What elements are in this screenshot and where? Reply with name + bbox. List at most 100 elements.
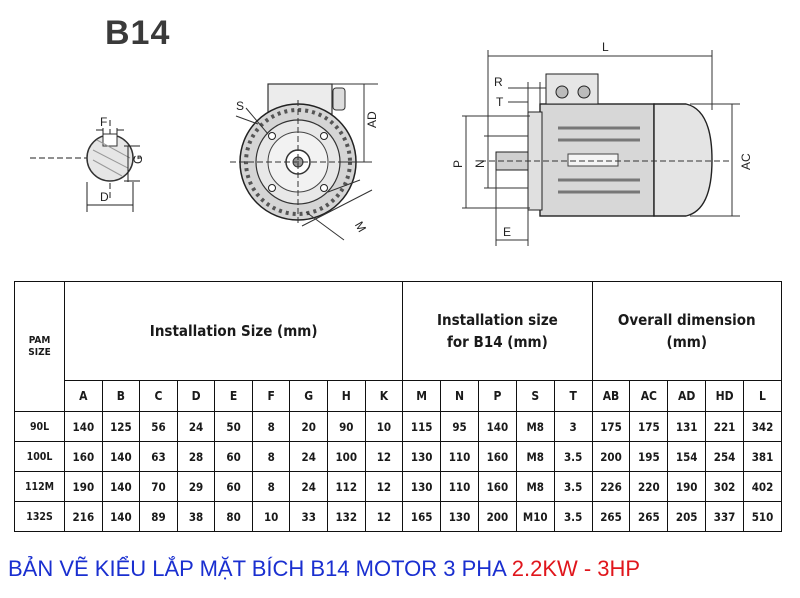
table-cell: 63 bbox=[139, 441, 178, 472]
table-cell: 12 bbox=[364, 501, 404, 532]
table-cell: 154 bbox=[667, 441, 707, 472]
column-header-hd: HD bbox=[705, 380, 744, 412]
table-cell: 140 bbox=[477, 411, 517, 442]
table-cell: 3.5 bbox=[553, 441, 593, 472]
pam-size-line1: PAM bbox=[28, 334, 51, 346]
table-cell: M8 bbox=[515, 441, 555, 472]
column-header-g: G bbox=[289, 380, 329, 412]
table-cell: 175 bbox=[629, 411, 669, 442]
table-cell: 131 bbox=[667, 411, 707, 442]
motor-front-view bbox=[230, 83, 378, 241]
table-cell: 29 bbox=[176, 471, 216, 502]
shaft-label-d: D bbox=[100, 190, 109, 204]
table-cell: 60 bbox=[214, 441, 253, 472]
table-cell: 254 bbox=[705, 441, 744, 472]
caption-power-text: 2.2KW - 3HP bbox=[511, 556, 641, 581]
table-cell: 110 bbox=[440, 471, 479, 502]
table-cell: 24 bbox=[289, 471, 329, 502]
installation-size-label: Installation Size (mm) bbox=[149, 322, 318, 340]
shaft-section-view bbox=[30, 120, 142, 212]
side-label-l: L bbox=[602, 40, 609, 54]
column-header-h: H bbox=[327, 380, 366, 412]
table-cell: 160 bbox=[477, 441, 517, 472]
table-cell: 56 bbox=[139, 411, 178, 442]
table-cell: 50 bbox=[214, 411, 253, 442]
table-cell: 80 bbox=[214, 501, 253, 532]
table-cell: 3.5 bbox=[553, 501, 593, 532]
shaft-label-g: G bbox=[131, 155, 145, 164]
front-label-ad: AD bbox=[365, 111, 379, 128]
side-label-n: N bbox=[473, 159, 487, 168]
table-cell: 140 bbox=[64, 411, 103, 442]
side-label-e: E bbox=[503, 225, 511, 239]
table-cell: 302 bbox=[705, 471, 744, 502]
table-cell: 10 bbox=[364, 411, 404, 442]
diagram-title: B14 bbox=[105, 14, 171, 52]
motor-drawing: F G D S AD M bbox=[30, 40, 753, 246]
table-cell: 20 bbox=[289, 411, 329, 442]
table-cell: 200 bbox=[477, 501, 517, 532]
side-label-r: R bbox=[494, 75, 503, 89]
table-cell: 132 bbox=[327, 501, 366, 532]
table-cell: 190 bbox=[64, 471, 103, 502]
caption-main-text: BẢN VẼ KIỂU LẮP MẶT BÍCH B14 MOTOR 3 PHA bbox=[8, 556, 512, 581]
column-header-a: A bbox=[64, 380, 103, 412]
b14-installation-line1: Installation size bbox=[436, 311, 558, 329]
table-cell: 89 bbox=[139, 501, 178, 532]
frame-size-cell: 112M bbox=[13, 471, 66, 502]
table-cell: 221 bbox=[705, 411, 744, 442]
table-cell: 130 bbox=[402, 441, 442, 472]
column-header-m: M bbox=[402, 380, 442, 412]
pam-size-header: PAM SIZE bbox=[13, 281, 66, 412]
column-header-ab: AB bbox=[591, 380, 631, 412]
table-cell: 381 bbox=[743, 441, 782, 472]
column-header-s: S bbox=[515, 380, 555, 412]
table-cell: 115 bbox=[402, 411, 442, 442]
pam-size-line2: SIZE bbox=[28, 346, 51, 358]
column-header-c: C bbox=[139, 380, 178, 412]
table-cell: 216 bbox=[64, 501, 103, 532]
table-cell: 165 bbox=[402, 501, 442, 532]
motor-side-view bbox=[462, 50, 740, 246]
table-cell: 195 bbox=[629, 441, 669, 472]
table-cell: 402 bbox=[743, 471, 782, 502]
table-cell: 33 bbox=[289, 501, 329, 532]
table-cell: M8 bbox=[515, 471, 555, 502]
table-cell: 175 bbox=[591, 411, 631, 442]
table-cell: 3 bbox=[553, 411, 593, 442]
column-header-ad: AD bbox=[667, 380, 707, 412]
column-header-l: L bbox=[743, 380, 782, 412]
table-cell: 8 bbox=[251, 441, 291, 472]
table-cell: 95 bbox=[440, 411, 479, 442]
shaft-label-f: F bbox=[100, 115, 107, 129]
column-header-b: B bbox=[101, 380, 141, 412]
table-cell: 160 bbox=[64, 441, 103, 472]
table-cell: 205 bbox=[667, 501, 707, 532]
table-cell: 226 bbox=[591, 471, 631, 502]
column-header-ac: AC bbox=[629, 380, 669, 412]
side-label-ac: AC bbox=[739, 153, 753, 170]
b14-installation-header: Installation size for B14 (mm) bbox=[402, 281, 593, 381]
column-header-d: D bbox=[176, 380, 216, 412]
table-cell: 12 bbox=[364, 441, 404, 472]
table-cell: M10 bbox=[515, 501, 555, 532]
table-cell: 220 bbox=[629, 471, 669, 502]
frame-size-cell: 90L bbox=[13, 411, 66, 442]
table-cell: 90 bbox=[327, 411, 366, 442]
column-header-e: E bbox=[214, 380, 253, 412]
table-cell: 160 bbox=[477, 471, 517, 502]
overall-dimension-header: Overall dimension (mm) bbox=[591, 281, 783, 381]
table-cell: 510 bbox=[743, 501, 782, 532]
table-cell: 190 bbox=[667, 471, 707, 502]
column-header-f: F bbox=[251, 380, 291, 412]
frame-size-cell: 132S bbox=[13, 501, 66, 532]
front-label-s: S bbox=[236, 99, 244, 113]
table-cell: 38 bbox=[176, 501, 216, 532]
b14-installation-line2: for B14 (mm) bbox=[447, 333, 548, 351]
column-header-p: P bbox=[477, 380, 517, 412]
table-cell: 10 bbox=[251, 501, 291, 532]
